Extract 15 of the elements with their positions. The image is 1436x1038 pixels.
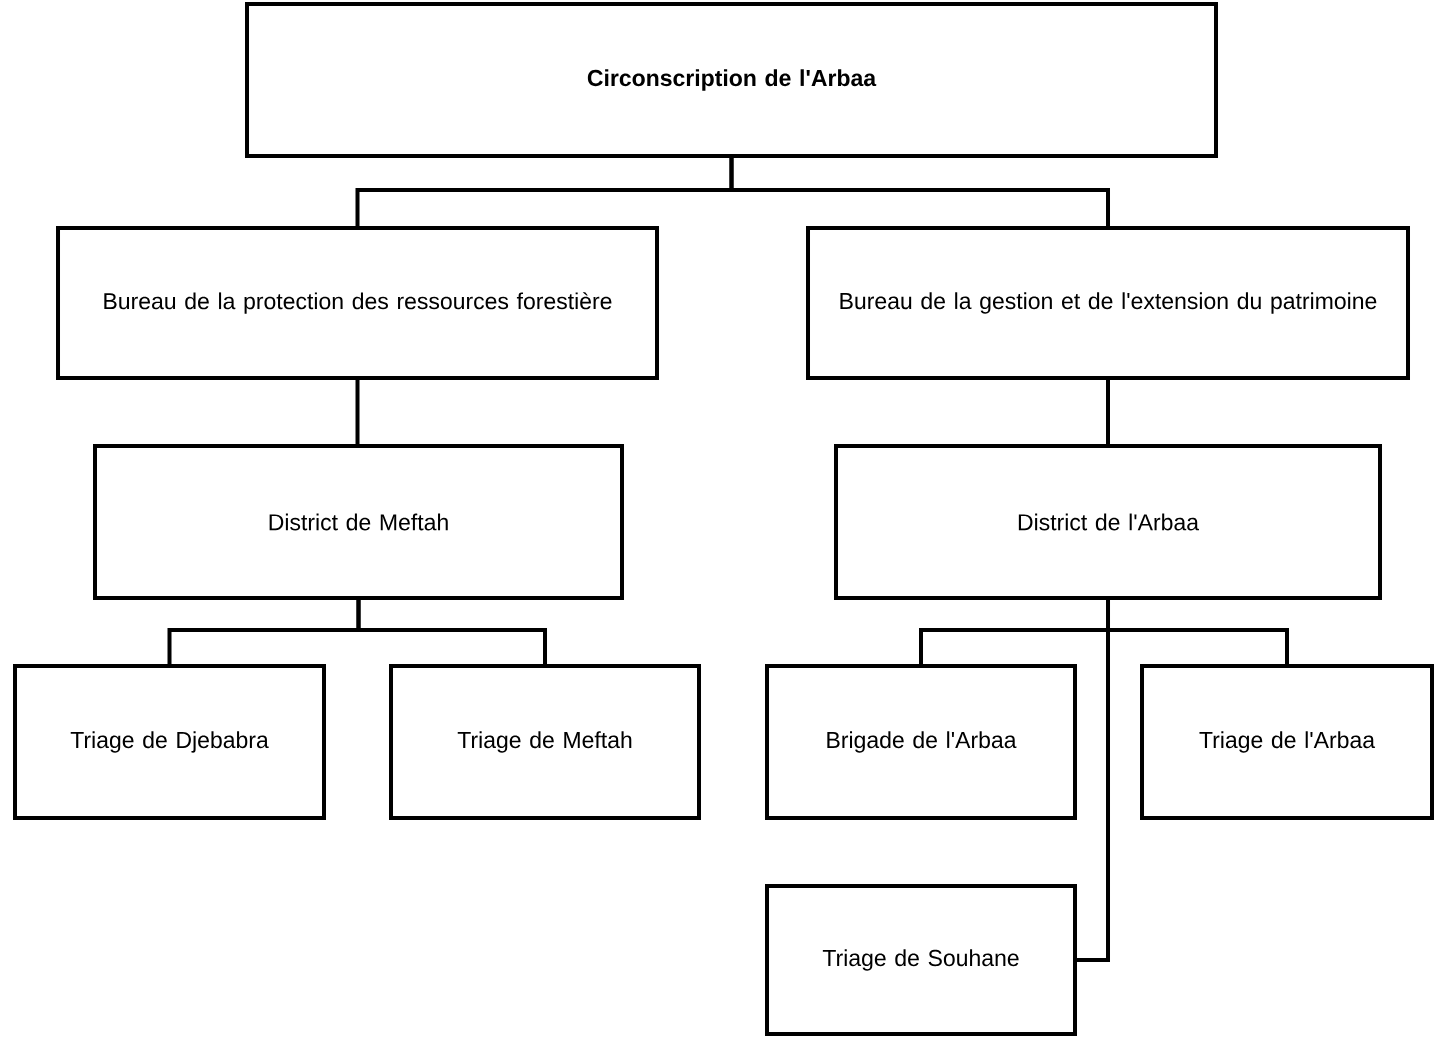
connector-line (729, 158, 1110, 226)
unit-box: Triage de Meftah (389, 664, 701, 820)
office-box: Bureau de la protection des ressources forestière (56, 226, 659, 380)
unit-box: Brigade de l'Arbaa (765, 664, 1077, 820)
unit-box: Triage de Souhane (765, 884, 1077, 1036)
title-box: Circonscription de l'Arbaa (245, 2, 1218, 158)
connector-line (1077, 600, 1110, 962)
district-box: District de Meftah (93, 444, 624, 600)
connector-line (355, 380, 360, 444)
unit-box: Triage de l'Arbaa (1140, 664, 1434, 820)
connector-line (356, 600, 547, 664)
connector-line (1106, 380, 1110, 444)
unit-box: Triage de Djebabra (13, 664, 326, 820)
office-box: Bureau de la gestion et de l'extension du patrimoine (806, 226, 1410, 380)
district-box: District de l'Arbaa (834, 444, 1382, 600)
